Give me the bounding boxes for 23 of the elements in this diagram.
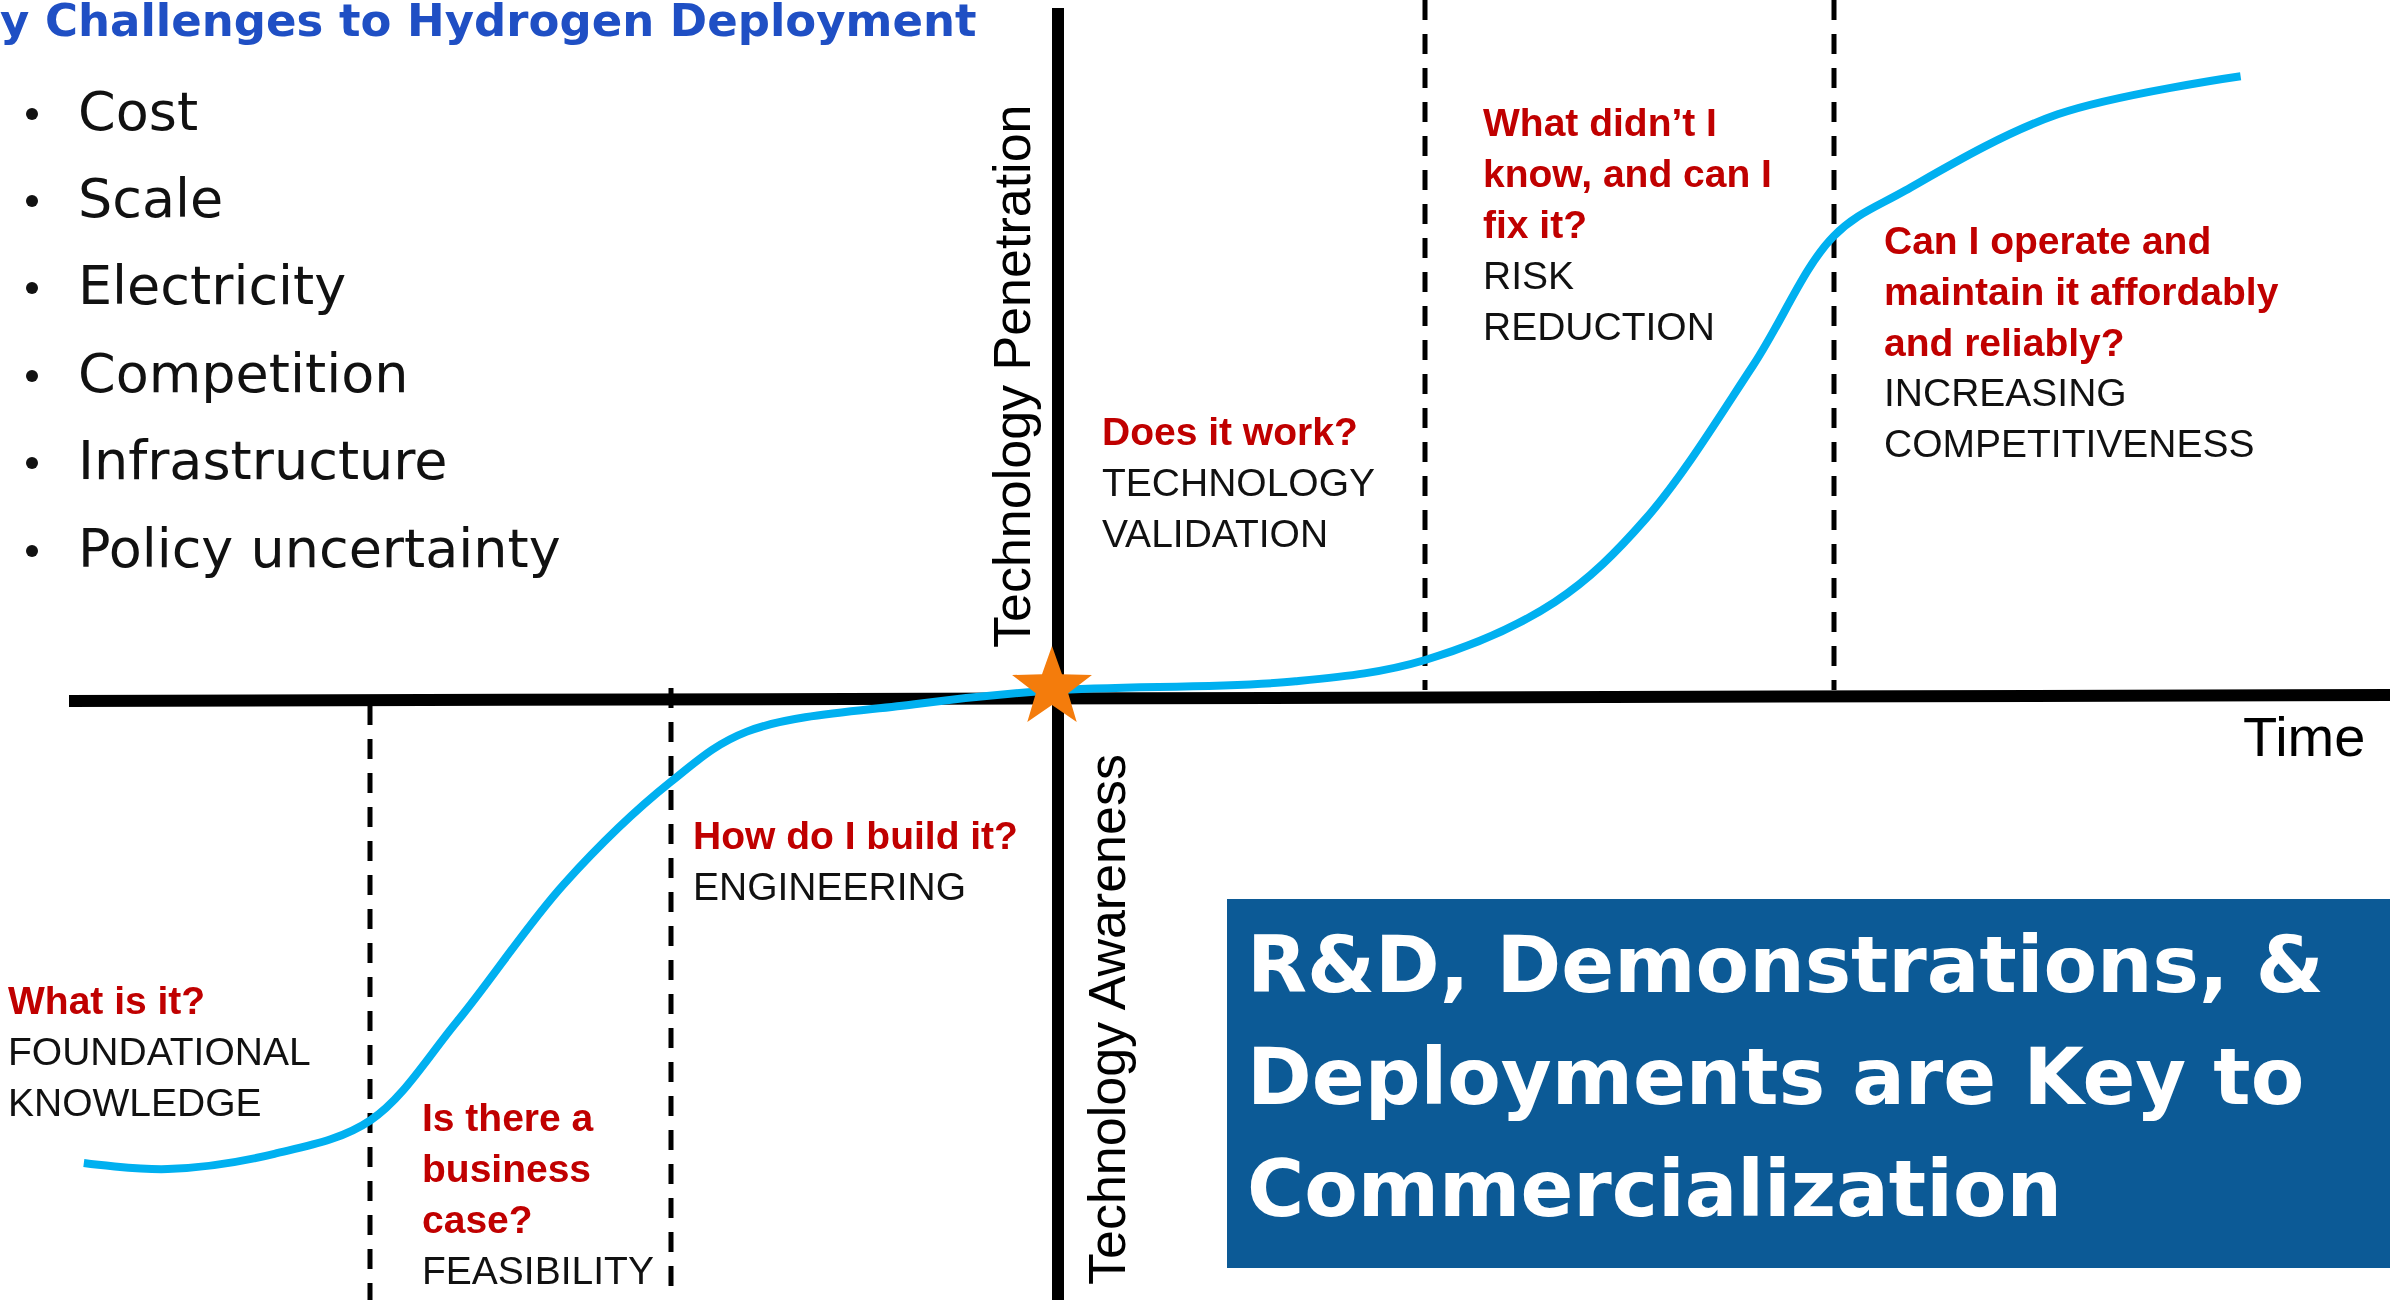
- axis-title: Time: [2243, 704, 2366, 770]
- stage-name: RISK REDUCTION: [1483, 253, 1716, 350]
- bullet-item: Competition: [78, 341, 409, 407]
- stage-question: What is it?: [8, 978, 207, 1024]
- stage-name: ENGINEERING: [693, 864, 968, 910]
- stage-question: How do I build it?: [693, 813, 1019, 859]
- stage-name: FOUNDATIONAL KNOWLEDGE: [8, 1029, 311, 1126]
- stage-question: What didn’t I know, and can I fix it?: [1483, 100, 1773, 248]
- stage-question: Does it work?: [1102, 409, 1359, 455]
- bullet-item: Policy uncertainty: [78, 516, 561, 582]
- stage-name: FEASIBILITY: [422, 1248, 655, 1294]
- bullet-item: Electricity: [78, 253, 347, 319]
- stage-question: Can I operate and maintain it affordably and reliably?: [1884, 218, 2280, 366]
- bullet-item: Scale: [78, 166, 224, 232]
- axis-title: Technology Awareness: [1077, 754, 1137, 1285]
- stage-name: INCREASING COMPETITIVENESS: [1884, 370, 2256, 467]
- bullet-item: Cost: [78, 79, 199, 145]
- stage-name: TECHNOLOGY VALIDATION: [1102, 460, 1376, 557]
- bullet-item: Infrastructure: [78, 428, 448, 494]
- title-banner: R&D, Demonstrations, & Deployments are Key to Commercialization: [1227, 899, 2390, 1268]
- stage-question: Is there a business case?: [422, 1095, 595, 1243]
- axis-title: Technology Penetration: [982, 104, 1042, 648]
- title: y Challenges to Hydrogen Deployment: [0, 0, 977, 47]
